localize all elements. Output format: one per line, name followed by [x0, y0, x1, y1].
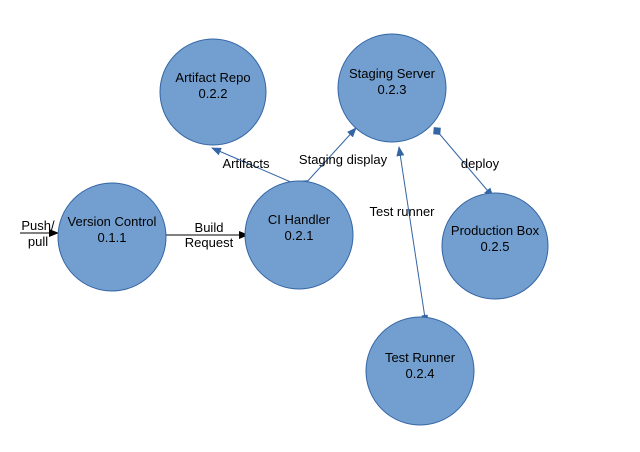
node-test-runner[interactable]: Test Runner 0.2.4	[365, 316, 475, 426]
artifact-repo-circle	[159, 38, 267, 146]
artifact-repo-name: Artifact Repo	[175, 70, 250, 85]
artifact-repo-id: 0.2.2	[199, 86, 228, 101]
ci-handler-name: CI Handler	[268, 212, 331, 227]
production-box-name: Production Box	[451, 223, 540, 238]
test-runner-name: Test Runner	[385, 350, 456, 365]
edge-artifacts	[211, 147, 304, 190]
test-runner-circle	[365, 316, 475, 426]
edge-test-runner	[396, 146, 429, 322]
node-ci-handler[interactable]: CI Handler 0.2.1	[244, 180, 354, 290]
node-version-control[interactable]: Version Control 0.1.1	[57, 182, 167, 292]
artifacts-line	[211, 147, 304, 190]
edge-deploy	[433, 127, 494, 198]
push-pull-label-line1: Push/	[21, 218, 55, 233]
ci-handler-id: 0.2.1	[285, 228, 314, 243]
production-box-circle	[441, 192, 549, 300]
staging-display-line	[301, 127, 357, 188]
test-runner-id: 0.2.4	[406, 366, 435, 381]
build-request-label-line2: Request	[185, 235, 234, 250]
node-staging-server[interactable]: Staging Server 0.2.3	[337, 33, 447, 143]
staging-display-label: Staging display	[299, 152, 388, 167]
production-box-id: 0.2.5	[481, 239, 510, 254]
staging-server-name: Staging Server	[349, 66, 436, 81]
node-artifact-repo[interactable]: Artifact Repo 0.2.2	[159, 38, 267, 146]
push-pull-label-line2: pull	[28, 234, 48, 249]
version-control-circle	[57, 182, 167, 292]
deploy-line	[433, 127, 494, 198]
version-control-id: 0.1.1	[98, 230, 127, 245]
node-production-box[interactable]: Production Box 0.2.5	[441, 192, 549, 300]
test-runner-line	[396, 146, 429, 322]
build-request-label-line1: Build	[195, 220, 224, 235]
staging-server-circle	[337, 33, 447, 143]
artifacts-label: Artifacts	[223, 156, 270, 171]
version-control-name: Version Control	[68, 214, 157, 229]
deploy-label: deploy	[461, 156, 500, 171]
edge-staging-display	[301, 127, 357, 188]
staging-server-id: 0.2.3	[378, 82, 407, 97]
test-runner-label: Test runner	[369, 204, 435, 219]
ci-handler-circle	[244, 180, 354, 290]
